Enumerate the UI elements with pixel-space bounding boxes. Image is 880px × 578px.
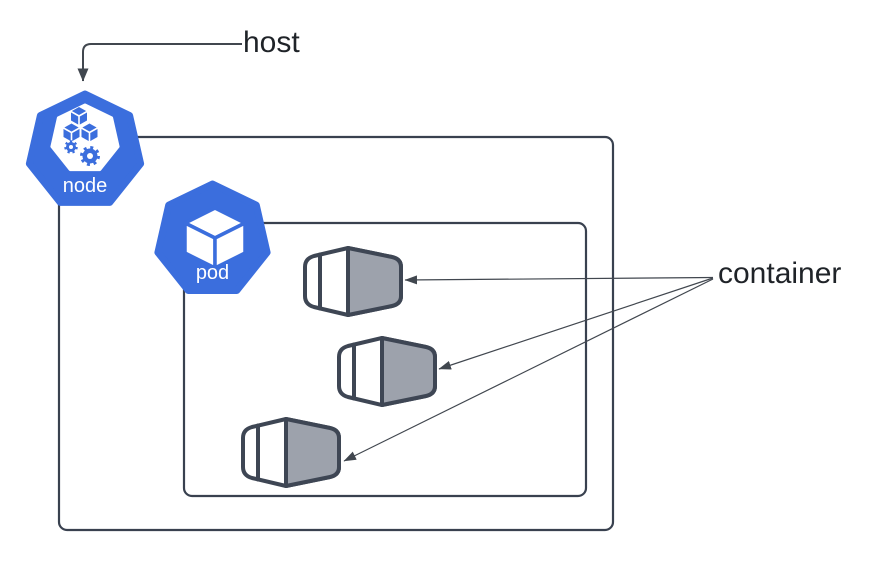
pod-icon: pod (154, 180, 271, 294)
node-boundary-rect (57, 135, 615, 532)
container-icon-3 (241, 417, 341, 488)
container-icon-1 (303, 246, 403, 317)
container-label: container (718, 257, 842, 290)
node-icon: node (25, 90, 145, 206)
container-arrow-1 (404, 275, 714, 285)
pod-boundary-rect (182, 221, 588, 498)
pod-cube-icon (183, 206, 247, 270)
pod-label: pod (196, 262, 229, 284)
container-icon-2 (337, 336, 437, 407)
host-label: host (243, 26, 300, 59)
container-arrow-2 (438, 277, 714, 370)
host-arrow (77, 43, 242, 82)
node-gears-icon (64, 140, 100, 166)
node-label: node (63, 175, 108, 197)
container-arrow-3 (343, 278, 714, 462)
